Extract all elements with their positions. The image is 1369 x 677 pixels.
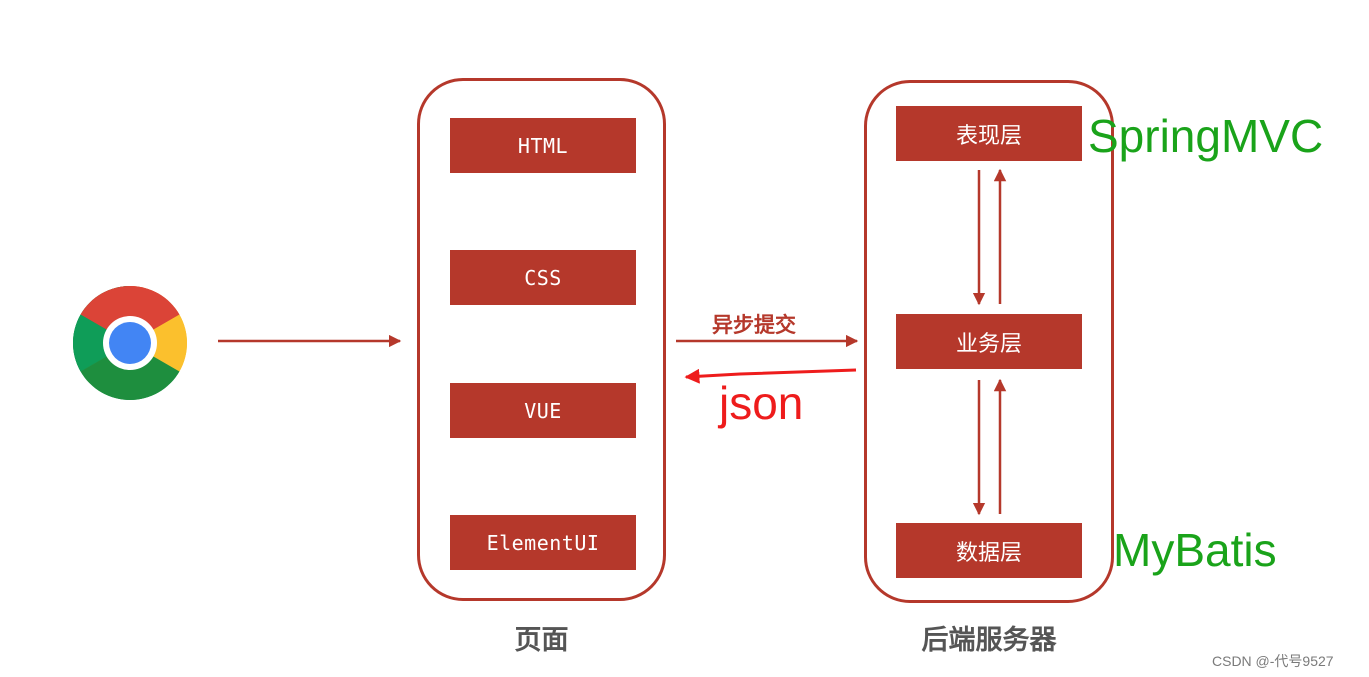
server-layer-business: 业务层: [896, 314, 1082, 369]
page-group-frame: [417, 78, 666, 601]
edge-label-json: json: [719, 377, 804, 429]
page-group-label: 页面: [514, 625, 569, 656]
server-layer-data: 数据层: [896, 523, 1082, 578]
watermark: CSDN @-代号9527: [1212, 653, 1334, 669]
server-layer-presentation: 表现层: [896, 106, 1082, 161]
page-item-css: CSS: [450, 250, 636, 305]
tech-label-mybatis: MyBatis: [1113, 524, 1277, 576]
page-item-elementui: ElementUI: [450, 515, 636, 570]
page-item-vue: VUE: [450, 383, 636, 438]
page-item-html: HTML: [450, 118, 636, 173]
edge-label-async-submit: 异步提交: [712, 313, 796, 337]
chrome-icon: [73, 286, 187, 400]
tech-label-springmvc: SpringMVC: [1088, 110, 1324, 162]
server-group-label: 后端服务器: [921, 625, 1057, 656]
arrow-server-to-page-json: [684, 368, 857, 384]
server-group-frame: [864, 80, 1114, 603]
